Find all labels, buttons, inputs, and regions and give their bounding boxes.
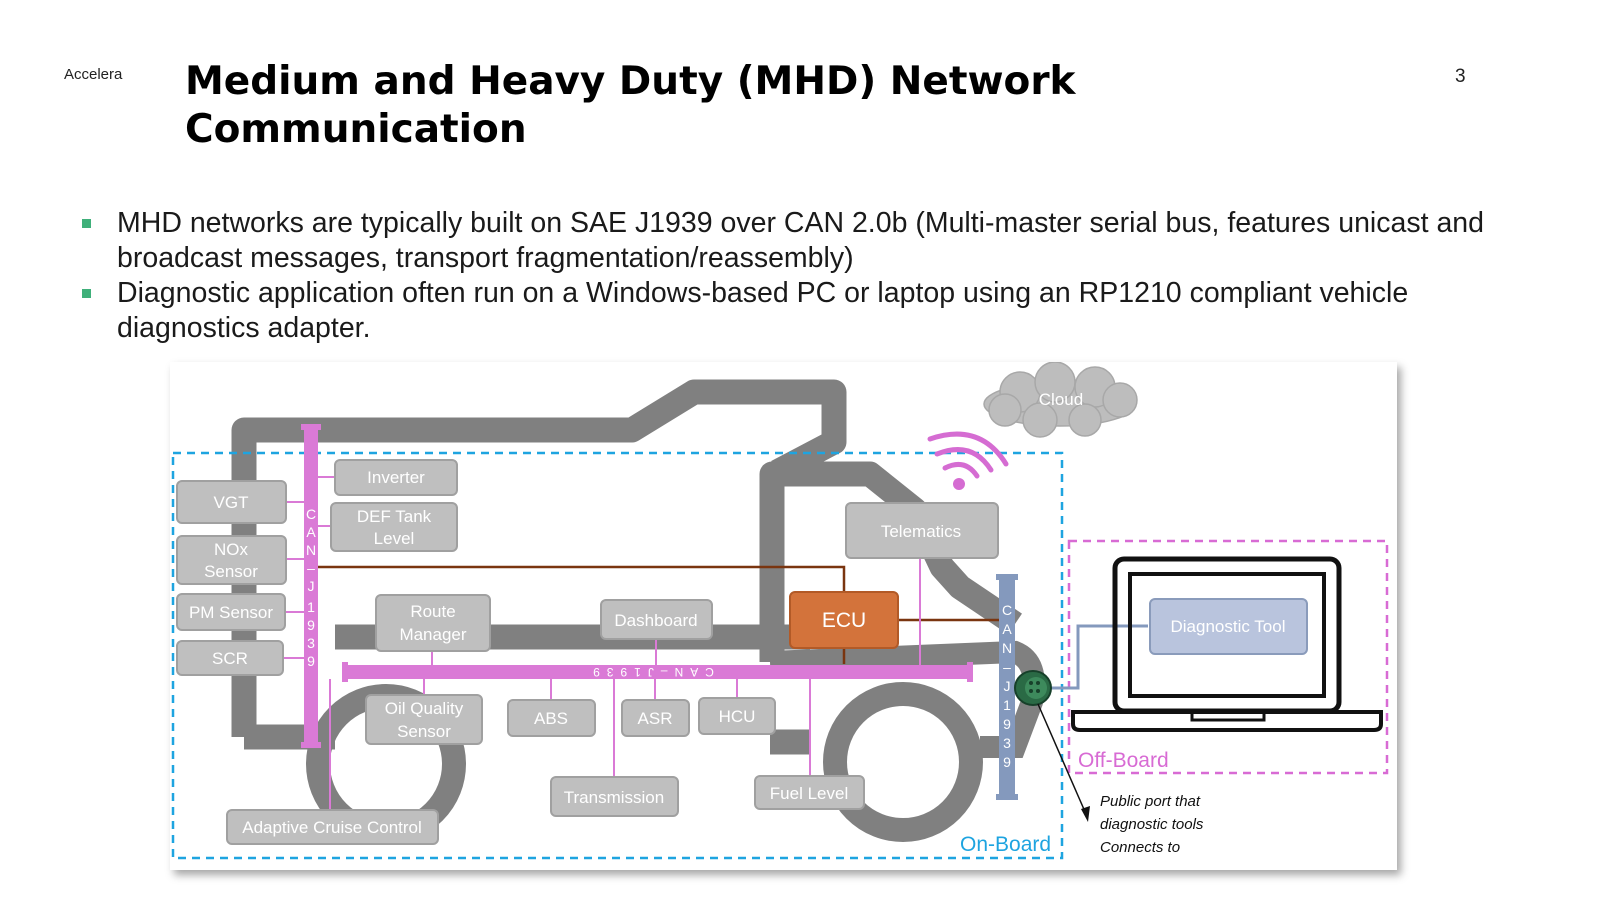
can-bus-h-cap-left xyxy=(342,662,348,682)
bullet-item: Diagnostic application often run on a Wi… xyxy=(80,276,1520,346)
box-label: ECU xyxy=(822,609,866,632)
offboard-label: Off-Board xyxy=(1078,749,1169,772)
oil-quality-sensor-box: Oil Quality Sensor xyxy=(365,694,483,745)
bus-letter: J xyxy=(1004,678,1011,694)
box-label: Oil Quality xyxy=(385,699,464,718)
network-diagram: On-Board Off-Board Cloud C A N xyxy=(170,362,1397,870)
bullet-item: MHD networks are typically built on SAE … xyxy=(80,206,1520,276)
can-bus-left xyxy=(304,427,318,745)
cloud-label: Cloud xyxy=(1039,390,1083,409)
box-label: VGT xyxy=(214,493,249,512)
ecu-wiring xyxy=(318,565,1000,664)
diagnostic-link xyxy=(1050,624,1148,690)
box-label: Telematics xyxy=(881,522,961,541)
ecu-box: ECU xyxy=(789,591,899,649)
inverter-box: Inverter xyxy=(334,459,458,496)
pm-sensor-box: PM Sensor xyxy=(176,593,286,631)
brand-logo: Accelera xyxy=(64,66,123,83)
bus-letter: N xyxy=(306,542,316,558)
bus-letter: – xyxy=(307,560,315,576)
box-label: Sensor xyxy=(204,562,258,581)
truck-wheel-front xyxy=(823,682,983,842)
fuel-level-box: Fuel Level xyxy=(754,775,865,810)
bullet-list: MHD networks are typically built on SAE … xyxy=(80,206,1520,346)
def-tank-level-box: DEF Tank Level xyxy=(330,502,458,552)
abs-box: ABS xyxy=(507,699,596,737)
asr-box: ASR xyxy=(621,699,690,737)
bus-letter: N xyxy=(1002,640,1012,656)
box-label: Transmission xyxy=(564,788,664,807)
box-label: Route xyxy=(410,602,455,621)
bullet-text: Diagnostic application often run on a Wi… xyxy=(117,277,1409,344)
route-manager-box: Route Manager xyxy=(375,594,491,652)
port-note: Public port that diagnostic tools Connec… xyxy=(1100,793,1204,856)
hcu-box: HCU xyxy=(698,697,776,735)
cloud-icon xyxy=(983,362,1138,438)
bus-connectors xyxy=(283,476,921,810)
bus-letter: 9 xyxy=(1003,716,1011,732)
box-label: PM Sensor xyxy=(189,603,273,622)
box-label: Manager xyxy=(399,625,466,644)
bus-letter: 3 xyxy=(307,635,315,651)
bus-letter: – xyxy=(1003,659,1011,675)
bus-letter: C xyxy=(306,506,316,522)
box-label: Diagnostic Tool xyxy=(1171,617,1286,636)
bus-letter: 9 xyxy=(1003,754,1011,770)
nox-sensor-box: NOx Sensor xyxy=(176,535,287,585)
bus-letter: 3 xyxy=(1003,735,1011,751)
page-number: 3 xyxy=(1455,66,1466,87)
bus-letter: A xyxy=(1002,621,1012,637)
box-label: ASR xyxy=(638,709,673,728)
bus-letter: A xyxy=(306,524,316,540)
adaptive-cruise-control-box: Adaptive Cruise Control xyxy=(226,809,439,845)
can-bus-right xyxy=(999,577,1015,797)
slide-title: Medium and Heavy Duty (MHD) Network Comm… xyxy=(185,59,1076,152)
box-label: Inverter xyxy=(367,468,425,487)
can-bus-left-cap-bottom xyxy=(301,742,321,748)
bus-letter: 1 xyxy=(1003,697,1011,713)
bullet-text: MHD networks are typically built on SAE … xyxy=(117,207,1484,274)
port-arrow xyxy=(1037,703,1090,822)
bullet-marker xyxy=(82,219,91,228)
transmission-box: Transmission xyxy=(550,776,679,817)
laptop-icon xyxy=(1071,556,1383,732)
bus-letter: 9 xyxy=(307,617,315,633)
wifi-icon xyxy=(927,431,1009,490)
box-label: Dashboard xyxy=(614,611,697,630)
can-bus-left-cap-top xyxy=(301,424,321,430)
dashboard-box: Dashboard xyxy=(600,599,713,640)
can-bus-h-cap-right xyxy=(967,662,973,682)
scr-box: SCR xyxy=(176,640,284,676)
box-label: Sensor xyxy=(397,722,451,741)
bus-letter: 1 xyxy=(307,599,315,615)
bullet-marker xyxy=(82,289,91,298)
can-bus-right-label: C A N – J 1 9 3 9 xyxy=(1002,602,1012,770)
can-bus-right-cap-top xyxy=(996,574,1018,580)
bus-letter: 9 xyxy=(307,653,315,669)
bus-letter: C xyxy=(1002,602,1012,618)
box-label: Adaptive Cruise Control xyxy=(242,818,422,837)
bus-letter: J xyxy=(308,578,315,594)
vgt-box: VGT xyxy=(176,480,287,524)
box-label: NOx xyxy=(214,540,249,559)
onboard-label: On-Board xyxy=(960,833,1051,856)
offboard-region xyxy=(1067,539,1389,775)
port-note-line: Public port that xyxy=(1100,793,1201,810)
box-label: HCU xyxy=(719,707,756,726)
obd-port-icon xyxy=(1014,670,1052,706)
can-bus-left-label: C A N – J 1 9 3 9 xyxy=(306,506,316,669)
port-note-line: diagnostic tools xyxy=(1100,816,1204,833)
box-label: Level xyxy=(374,529,415,548)
box-label: Fuel Level xyxy=(770,784,848,803)
onboard-region xyxy=(171,451,1064,860)
diagnostic-tool-box: Diagnostic Tool xyxy=(1149,598,1308,655)
can-bus-right-cap-bottom xyxy=(996,794,1018,800)
box-label: SCR xyxy=(212,649,248,668)
telematics-box: Telematics xyxy=(845,502,999,559)
can-bus-horizontal-label: CAN–J1939 xyxy=(586,665,714,679)
box-label: DEF Tank xyxy=(357,507,432,526)
box-label: ABS xyxy=(534,709,568,728)
port-note-line: Connects to xyxy=(1100,839,1180,856)
can-bus-horizontal xyxy=(344,665,971,679)
